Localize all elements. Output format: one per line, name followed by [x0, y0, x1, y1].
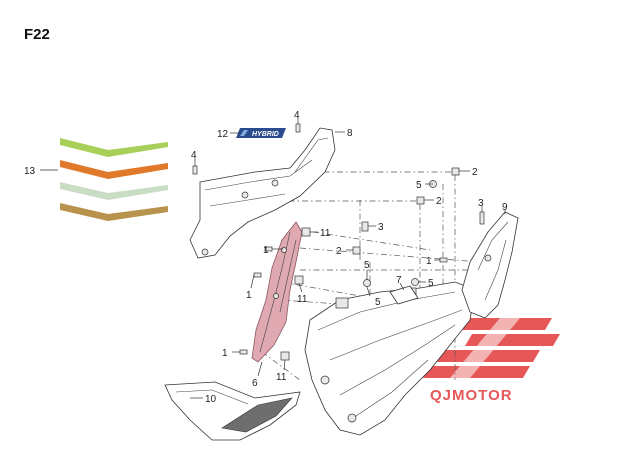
small-cover-plate	[389, 285, 419, 305]
callout-1-c: 1	[246, 290, 252, 301]
leader-lines	[40, 118, 506, 399]
callout-7: 7	[396, 275, 402, 286]
watermark-text: QJMOTOR	[430, 387, 513, 404]
callout-numbers: 12 8 4 4 13 2 5 2 3 9 1 11 2 3 1 5 7 5 1…	[24, 110, 508, 405]
rear-bracket	[461, 211, 519, 319]
callout-5-b: 5	[364, 260, 370, 271]
callout-10: 10	[205, 394, 217, 405]
callout-1-b: 1	[426, 256, 432, 267]
callout-2-a: 2	[472, 167, 478, 178]
callout-6: 6	[252, 378, 258, 389]
callout-11-a: 11	[320, 228, 331, 239]
callout-11-b: 11	[297, 294, 308, 305]
hybrid-decal-text: HYBRID	[252, 131, 279, 138]
callout-1-a: 1	[263, 245, 269, 256]
watermark-logo: QJMOTOR	[423, 318, 560, 404]
callout-4-top: 4	[294, 110, 300, 121]
upper-side-cover	[189, 127, 336, 259]
callout-5-c: 5	[428, 278, 434, 289]
hybrid-decal: HYBRID	[236, 128, 286, 138]
callout-2-c: 2	[336, 246, 342, 257]
callout-11-c: 11	[276, 372, 287, 383]
callout-1-d: 1	[222, 348, 228, 359]
callout-12: 12	[217, 129, 229, 140]
callout-2-b: 2	[436, 196, 442, 207]
floor-board	[164, 381, 301, 441]
inner-side-panel	[251, 221, 303, 363]
callout-8: 8	[347, 128, 353, 139]
callout-13: 13	[24, 166, 36, 177]
page-title: F22	[24, 26, 50, 43]
callout-5-a: 5	[416, 180, 422, 191]
callout-4-left: 4	[191, 150, 197, 161]
callout-3-a: 3	[478, 198, 484, 209]
callout-9: 9	[502, 202, 508, 213]
stripe-decal-set	[60, 138, 168, 221]
callout-5-d: 5	[375, 297, 381, 308]
callout-3-b: 3	[378, 222, 384, 233]
